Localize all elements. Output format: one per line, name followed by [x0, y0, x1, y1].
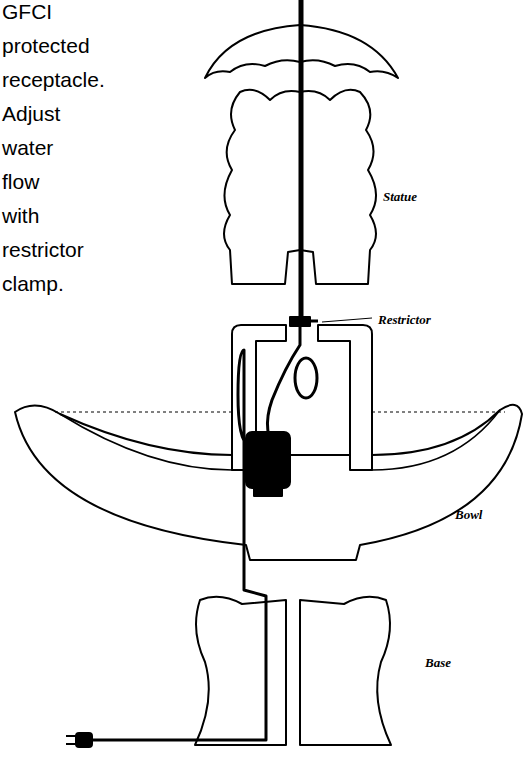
part-label: Bowl [455, 507, 482, 523]
leader-line [322, 318, 372, 322]
restrictor-tab [310, 320, 318, 323]
base-right [300, 597, 391, 745]
pump-foot [254, 486, 282, 496]
note-text: GFCI protected receptacle. Adjust water … [2, 0, 142, 301]
water-line [55, 412, 505, 413]
pump [246, 432, 290, 488]
tube-loop [295, 358, 317, 398]
plug [76, 733, 92, 747]
power-cord [92, 350, 266, 740]
fountain-pipe [299, 0, 304, 318]
plug-prongs [66, 736, 76, 744]
restrictor-clamp [290, 317, 310, 326]
part-label: Statue [383, 189, 417, 205]
bowl-column-right [318, 325, 372, 470]
part-label: Base [425, 655, 451, 671]
part-label: Restrictor [378, 312, 431, 328]
base-left [195, 597, 286, 745]
